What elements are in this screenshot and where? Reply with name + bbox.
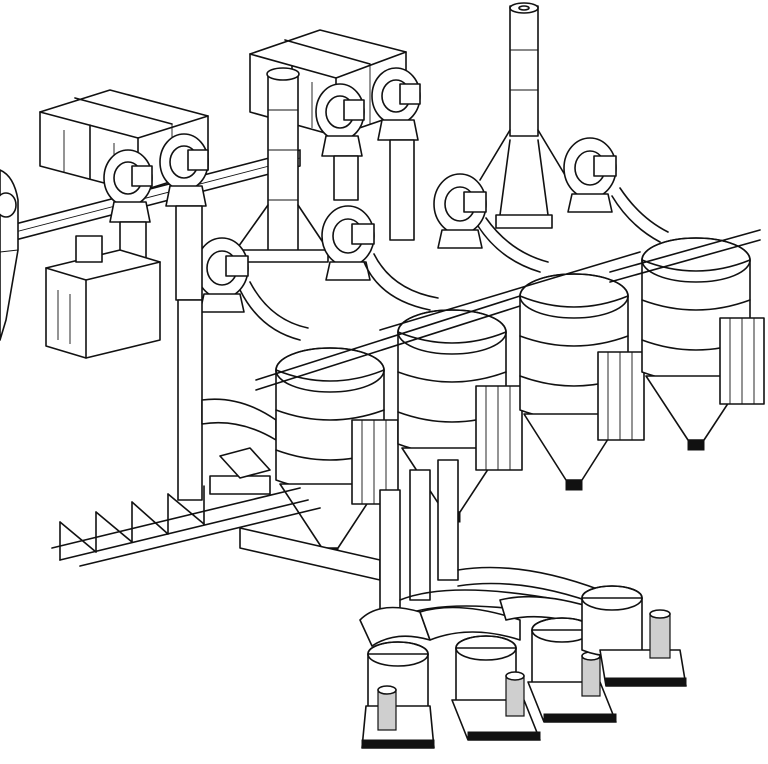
cyclone-3 <box>519 273 645 491</box>
mill-3 <box>527 617 617 723</box>
fan-1 <box>103 149 153 223</box>
support-frame <box>51 447 321 567</box>
fan-8 <box>563 137 617 213</box>
riser-duct <box>177 299 277 501</box>
fan-5 <box>195 237 249 313</box>
base-duct-run <box>239 527 381 581</box>
fan-4 <box>371 67 421 141</box>
inlet-ducts <box>239 187 669 341</box>
exhaust-stack-right <box>479 2 569 229</box>
left-edge-cyclone <box>0 169 19 341</box>
left-process-box <box>45 235 161 359</box>
mill-1 <box>361 641 435 749</box>
mill-2 <box>451 635 541 741</box>
fan-2 <box>159 133 209 207</box>
fan-3 <box>315 83 365 157</box>
fan-7 <box>433 173 487 249</box>
cyclone-top-rails <box>255 229 761 391</box>
cyclone-4 <box>641 237 765 451</box>
fan-6 <box>321 205 375 281</box>
mill-4 <box>581 585 687 687</box>
